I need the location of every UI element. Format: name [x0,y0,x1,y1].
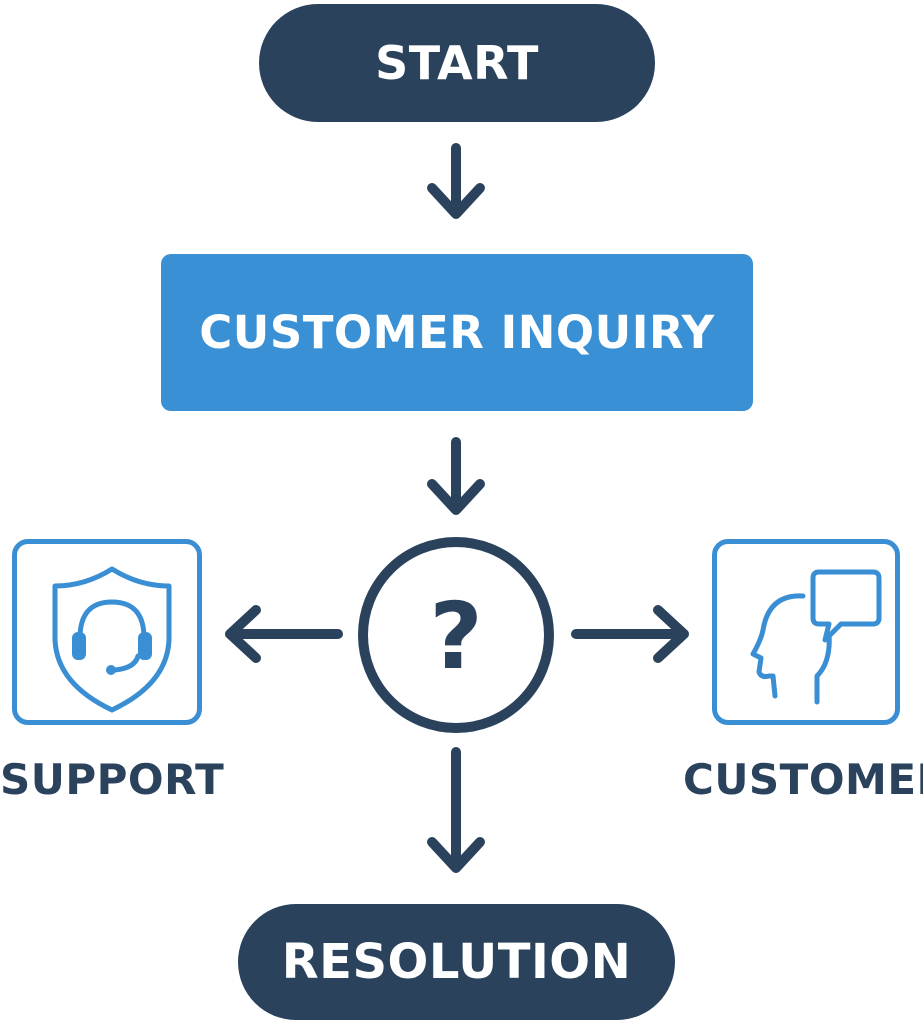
resolution-node: RESOLUTION [238,904,675,1020]
arrow-decision-to-resolution [427,747,485,873]
customer-inquiry-node: CUSTOMER INQUIRY [161,254,753,411]
headset-shield-icon [52,566,172,713]
decision-node: ? [358,537,554,733]
start-node: START [259,4,655,122]
customer-tile [712,539,900,725]
arrow-start-to-inquiry [427,143,485,219]
arrow-inquiry-to-decision [427,437,485,515]
question-mark-icon: ? [429,583,482,690]
support-tile [12,539,202,725]
speaking-head-icon [750,569,882,705]
arrow-decision-to-support [225,605,343,663]
start-label: START [375,36,539,90]
resolution-label: RESOLUTION [281,934,632,990]
support-label: SUPPORT [0,755,225,804]
customer-inquiry-label: CUSTOMER INQUIRY [199,306,715,359]
customer-label: CUSTOMER [683,755,923,804]
arrow-decision-to-customer [571,605,689,663]
